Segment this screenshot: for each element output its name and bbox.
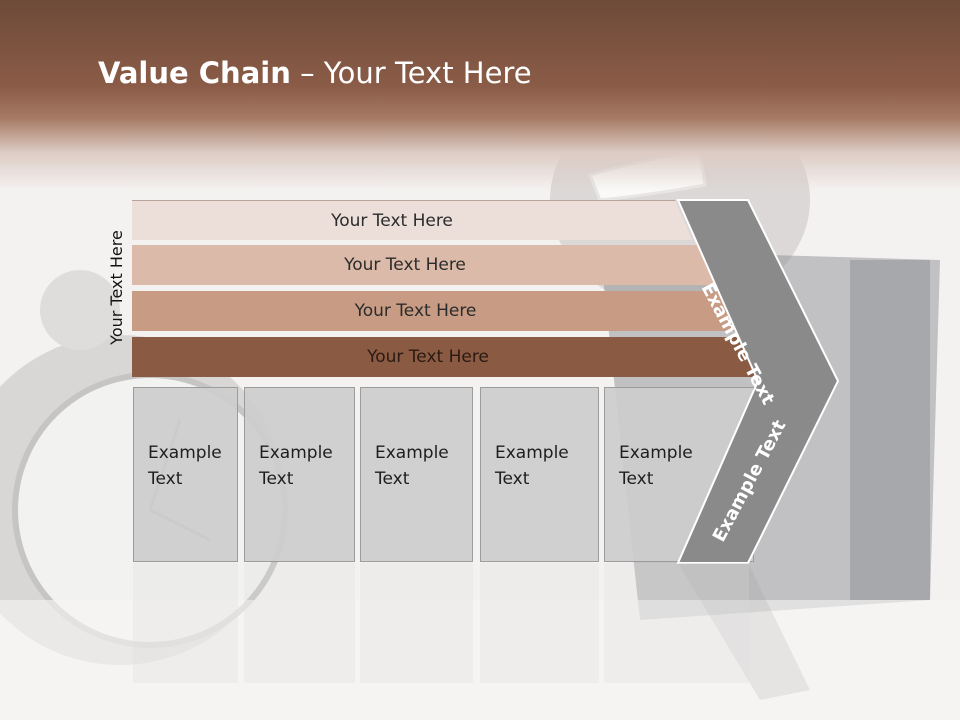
box-line-2: Text <box>259 469 294 489</box>
chain-row-4[interactable]: Your Text Here <box>132 337 764 377</box>
chain-row-label: Your Text Here <box>331 210 453 231</box>
chain-row-3[interactable]: Your Text Here <box>132 291 739 331</box>
box-line-1: Example <box>259 443 333 463</box>
slide-title: Value Chain – Your Text Here <box>98 56 532 90</box>
box-line-2: Text <box>375 469 410 489</box>
activity-box-4[interactable]: Example Text <box>480 387 599 562</box>
header-band <box>0 0 960 190</box>
chain-row-label: Your Text Here <box>354 301 477 321</box>
box-line-1: Example <box>619 443 693 463</box>
box-line-1: Example <box>148 443 222 463</box>
chain-row-label: Your Text Here <box>344 255 466 275</box>
title-rest: – Your Text Here <box>290 56 532 90</box>
box-line-2: Text <box>619 469 654 489</box>
box-line-1: Example <box>495 443 569 463</box>
chain-row-label: Your Text Here <box>367 347 489 367</box>
chain-row-2[interactable]: Your Text Here <box>132 245 718 285</box>
box-line-1: Example <box>375 443 449 463</box>
activity-box-3[interactable]: Example Text <box>360 387 473 562</box>
chain-row-1[interactable]: Your Text Here <box>132 200 692 240</box>
title-bold: Value Chain <box>98 56 291 90</box>
activity-box-1[interactable]: Example Text <box>133 387 238 562</box>
boxes-reflection <box>133 563 753 683</box>
box-line-2: Text <box>148 469 183 489</box>
activity-box-2[interactable]: Example Text <box>244 387 355 562</box>
box-line-2: Text <box>495 469 530 489</box>
